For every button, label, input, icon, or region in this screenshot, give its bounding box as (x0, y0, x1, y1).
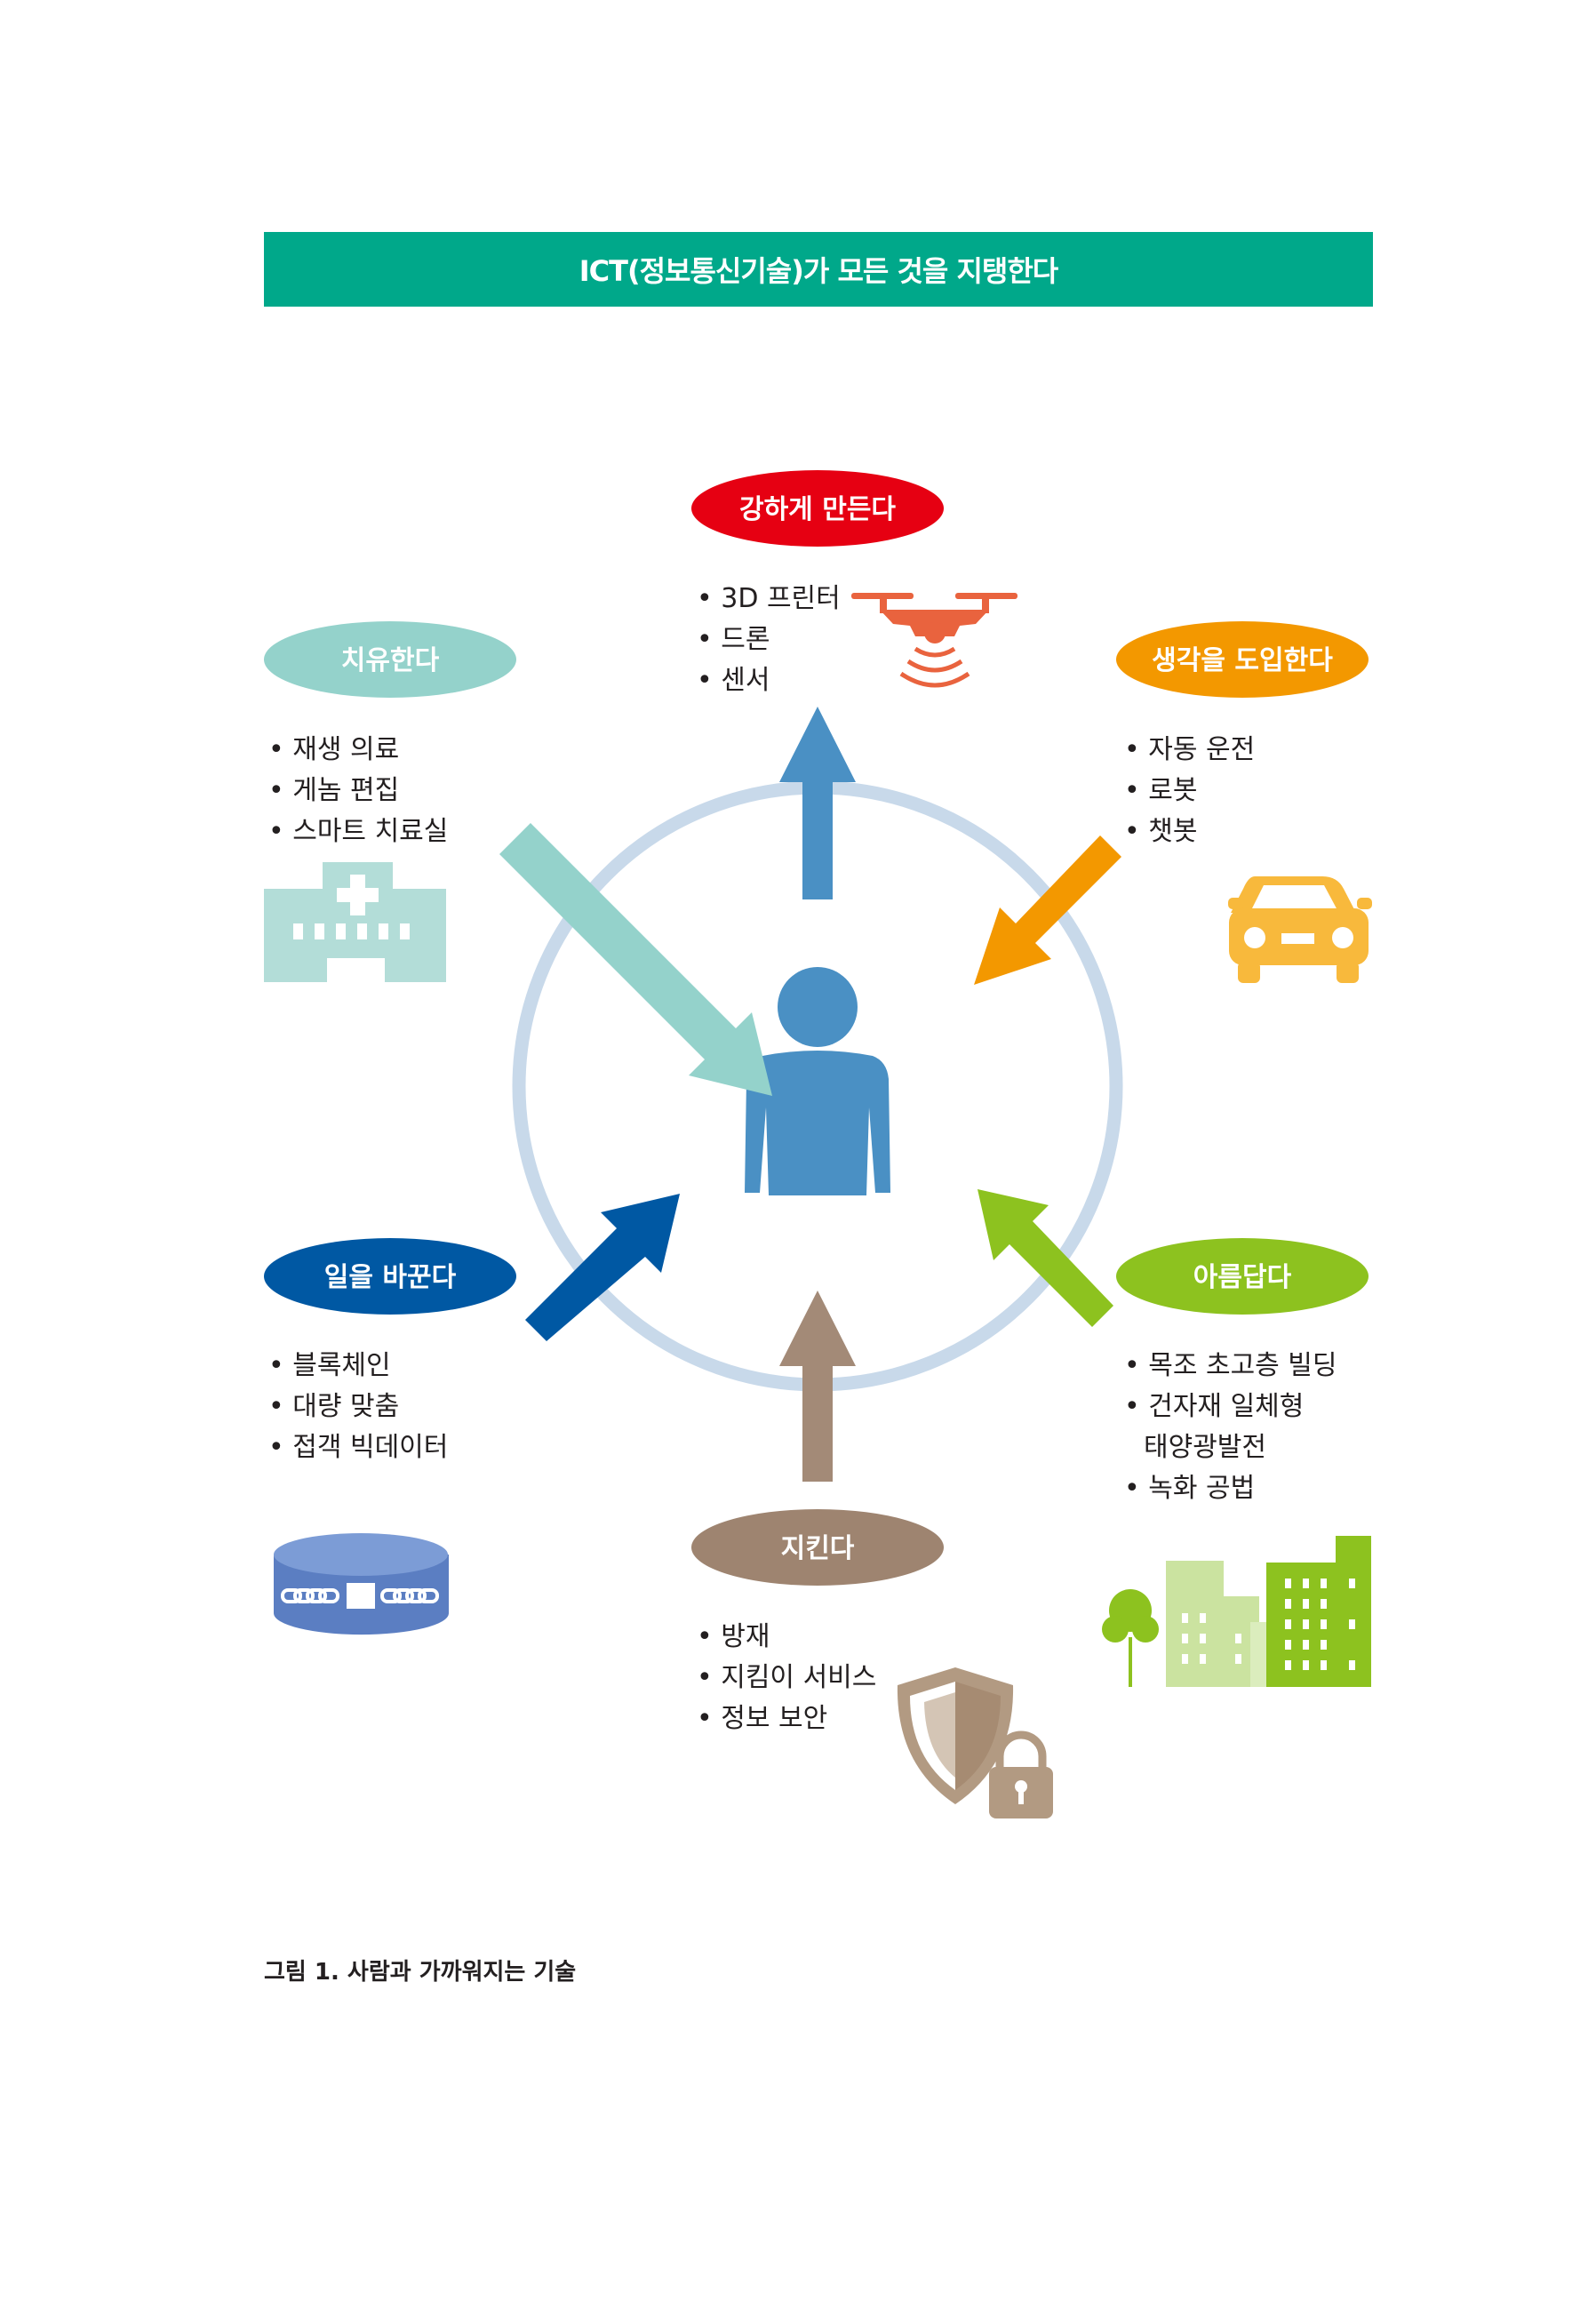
category-label-top: 강하게 만든다 (739, 494, 896, 525)
figure-caption: 그림 1. 사람과 가까워지는 기술 (264, 1959, 577, 1986)
items-upper-right: • 자동 운전 • 로봇 • 챗봇 (1124, 734, 1255, 847)
city-buildings-icon (1102, 1536, 1371, 1687)
list-item: • 센서 (697, 665, 770, 696)
category-upper-right: 생각을 도입한다 (1116, 621, 1369, 698)
category-upper-left: 치유한다 (264, 621, 516, 698)
category-lower-right: 아름답다 (1116, 1238, 1369, 1315)
category-pill-upper-left (264, 621, 516, 698)
category-bottom: 지킨다 (691, 1509, 944, 1586)
list-item: • 게놈 편집 (268, 775, 399, 806)
list-item: • 대량 맞춤 (268, 1391, 399, 1422)
category-top: 강하게 만든다 (691, 470, 944, 547)
diagram-title-banner: ICT(정보통신기술)가 모든 것을 지탱한다 (264, 232, 1373, 307)
arrow-lower-right (978, 1189, 1113, 1327)
list-item: • 자동 운전 (1124, 734, 1255, 765)
list-item: • 녹화 공법 (1124, 1473, 1255, 1504)
drone-icon (851, 593, 1017, 688)
category-label-lower-left: 일을 바꾼다 (324, 1262, 457, 1293)
car-icon (1228, 876, 1372, 983)
category-pill-bottom (691, 1509, 944, 1586)
items-lower-right: • 목조 초고층 빌딩 • 건자재 일체형 태양광발전 • 녹화 공법 (1124, 1350, 1337, 1504)
category-pill-top (691, 470, 944, 547)
items-upper-left: • 재생 의료 • 게놈 편집 • 스마트 치료실 (268, 734, 448, 847)
list-item: • 지킴이 서비스 (697, 1662, 876, 1693)
list-item: • 챗봇 (1124, 816, 1197, 847)
category-label-bottom: 지킨다 (781, 1533, 855, 1564)
list-item: • 드론 (697, 624, 770, 655)
list-item: • 접객 빅데이터 (268, 1432, 448, 1463)
blockchain-icon (274, 1533, 449, 1635)
list-item: • 블록체인 (268, 1350, 391, 1381)
list-item: • 정보 보안 (697, 1703, 827, 1734)
list-item: • 로봇 (1124, 775, 1197, 806)
category-label-upper-right: 생각을 도입한다 (1152, 645, 1333, 676)
category-label-lower-right: 아름답다 (1193, 1262, 1292, 1293)
arrow-bottom (779, 1291, 856, 1482)
arrow-upper-left (499, 823, 772, 1096)
list-item: • 재생 의료 (268, 734, 399, 765)
list-item: 태양광발전 (1144, 1432, 1266, 1463)
arrow-upper-right (974, 835, 1121, 985)
list-item: • 스마트 치료실 (268, 816, 448, 847)
category-pill-lower-left (264, 1238, 516, 1315)
list-item: • 건자재 일체형 (1124, 1391, 1304, 1422)
list-item: • 방재 (697, 1621, 770, 1652)
person-icon (745, 967, 890, 1195)
list-item: • 목조 초고층 빌딩 (1124, 1350, 1337, 1381)
shield-lock-icon (897, 1667, 1053, 1818)
arrow-lower-left (525, 1194, 680, 1341)
items-lower-left: • 블록체인 • 대량 맞춤 • 접객 빅데이터 (268, 1350, 448, 1463)
category-pill-upper-right (1116, 621, 1369, 698)
items-top: • 3D 프린터 • 드론 • 센서 (697, 583, 841, 696)
list-item: • 3D 프린터 (697, 583, 841, 614)
category-lower-left: 일을 바꾼다 (264, 1238, 516, 1315)
diagram-title: ICT(정보통신기술)가 모든 것을 지탱한다 (579, 254, 1058, 288)
arrow-top (779, 707, 856, 899)
category-pill-lower-right (1116, 1238, 1369, 1315)
items-bottom: • 방재 • 지킴이 서비스 • 정보 보안 (697, 1621, 876, 1734)
hospital-icon (264, 862, 446, 982)
category-label-upper-left: 치유한다 (341, 645, 440, 676)
